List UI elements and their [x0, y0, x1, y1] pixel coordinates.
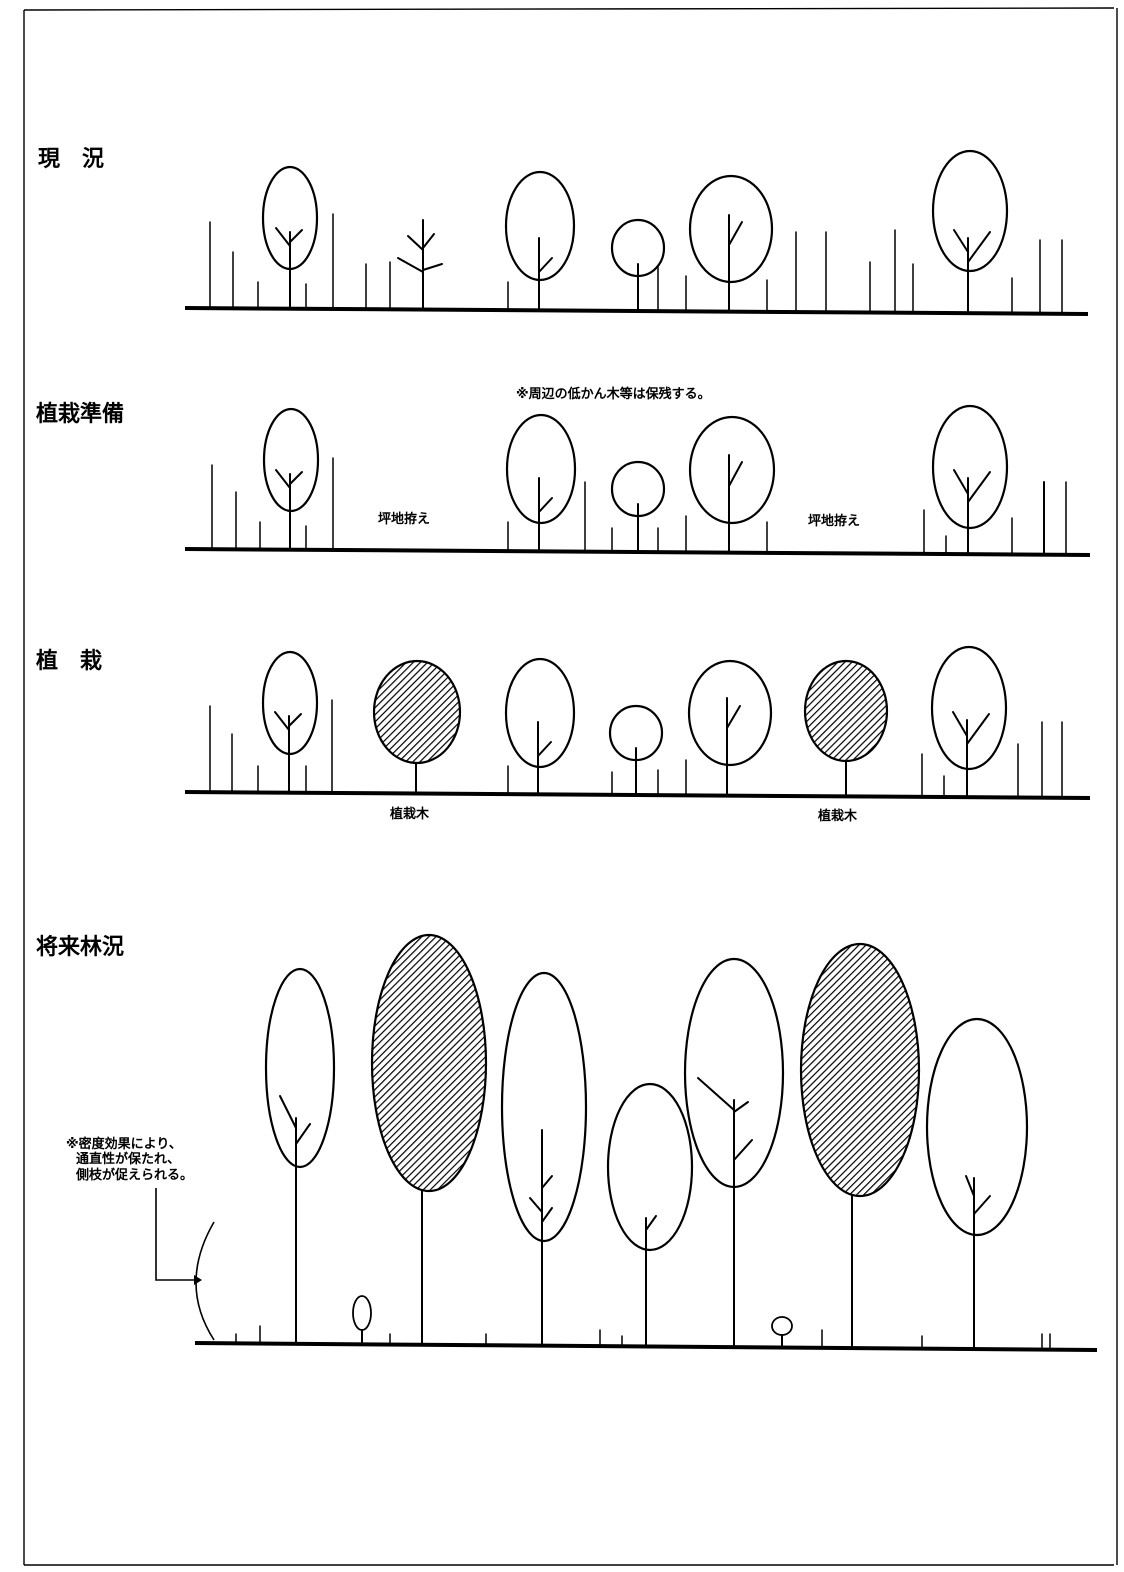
- seedling: [353, 1296, 371, 1344]
- tree: [506, 172, 574, 309]
- tree: [264, 409, 318, 549]
- tree: [685, 959, 783, 1348]
- tree: [612, 220, 664, 310]
- ground-prep-label-right: 坪地拵え: [808, 513, 860, 529]
- density-effect-note: ※密度効果により、 通直性が保たれ、 側枝が促えられる。: [66, 1136, 214, 1340]
- ground-line: [185, 308, 1088, 314]
- tree: [608, 1084, 692, 1346]
- planted-tree-label-right: 植栽木: [817, 808, 858, 824]
- tree: [502, 973, 586, 1346]
- tree: [507, 415, 575, 550]
- tree: [690, 417, 774, 552]
- density-note-line-3: 側枝が促えられる。: [75, 1167, 193, 1183]
- tree: [932, 647, 1006, 797]
- tree: [690, 176, 772, 311]
- planted-tree: [372, 935, 486, 1344]
- planted-tree: [374, 661, 460, 792]
- tree: [506, 659, 574, 793]
- stage-label-prep: 植栽準備: [36, 401, 124, 427]
- tree: [933, 406, 1007, 553]
- stage-label-current: 現 況: [38, 147, 104, 172]
- stage-prep-scene: 坪地拵え 坪地拵え: [185, 406, 1090, 555]
- tree: [263, 167, 317, 308]
- tree: [927, 1019, 1027, 1350]
- stage-label-future: 将来林況: [36, 934, 124, 960]
- density-note-line-2: 通直性が保たれ、: [76, 1151, 180, 1167]
- stage-future-scene: ※密度効果により、 通直性が保たれ、 側枝が促えられる。: [66, 935, 1097, 1350]
- tree: [689, 661, 771, 795]
- tree: [266, 969, 334, 1343]
- callout-arrow: [156, 1188, 194, 1280]
- planted-tree: [805, 661, 887, 796]
- tree: [263, 652, 317, 792]
- bare-sapling: [398, 220, 442, 308]
- planted-tree: [801, 944, 919, 1349]
- stage-planting-scene: 植栽木 植栽木: [185, 647, 1090, 824]
- ground-prep-label-left: 坪地拵え: [378, 511, 430, 527]
- density-note-line-1: ※密度効果により、: [66, 1136, 182, 1152]
- stage-label-planting: 植 栽: [36, 648, 102, 674]
- seedling: [772, 1317, 792, 1348]
- note-preserve-shrubs: ※周辺の低かん木等は保残する。: [516, 386, 711, 402]
- ground-line: [185, 792, 1090, 798]
- tree: [612, 462, 664, 551]
- tree: [610, 706, 662, 794]
- tree: [933, 151, 1007, 313]
- planted-tree-label-left: 植栽木: [389, 806, 430, 822]
- stage-current-scene: [185, 151, 1088, 314]
